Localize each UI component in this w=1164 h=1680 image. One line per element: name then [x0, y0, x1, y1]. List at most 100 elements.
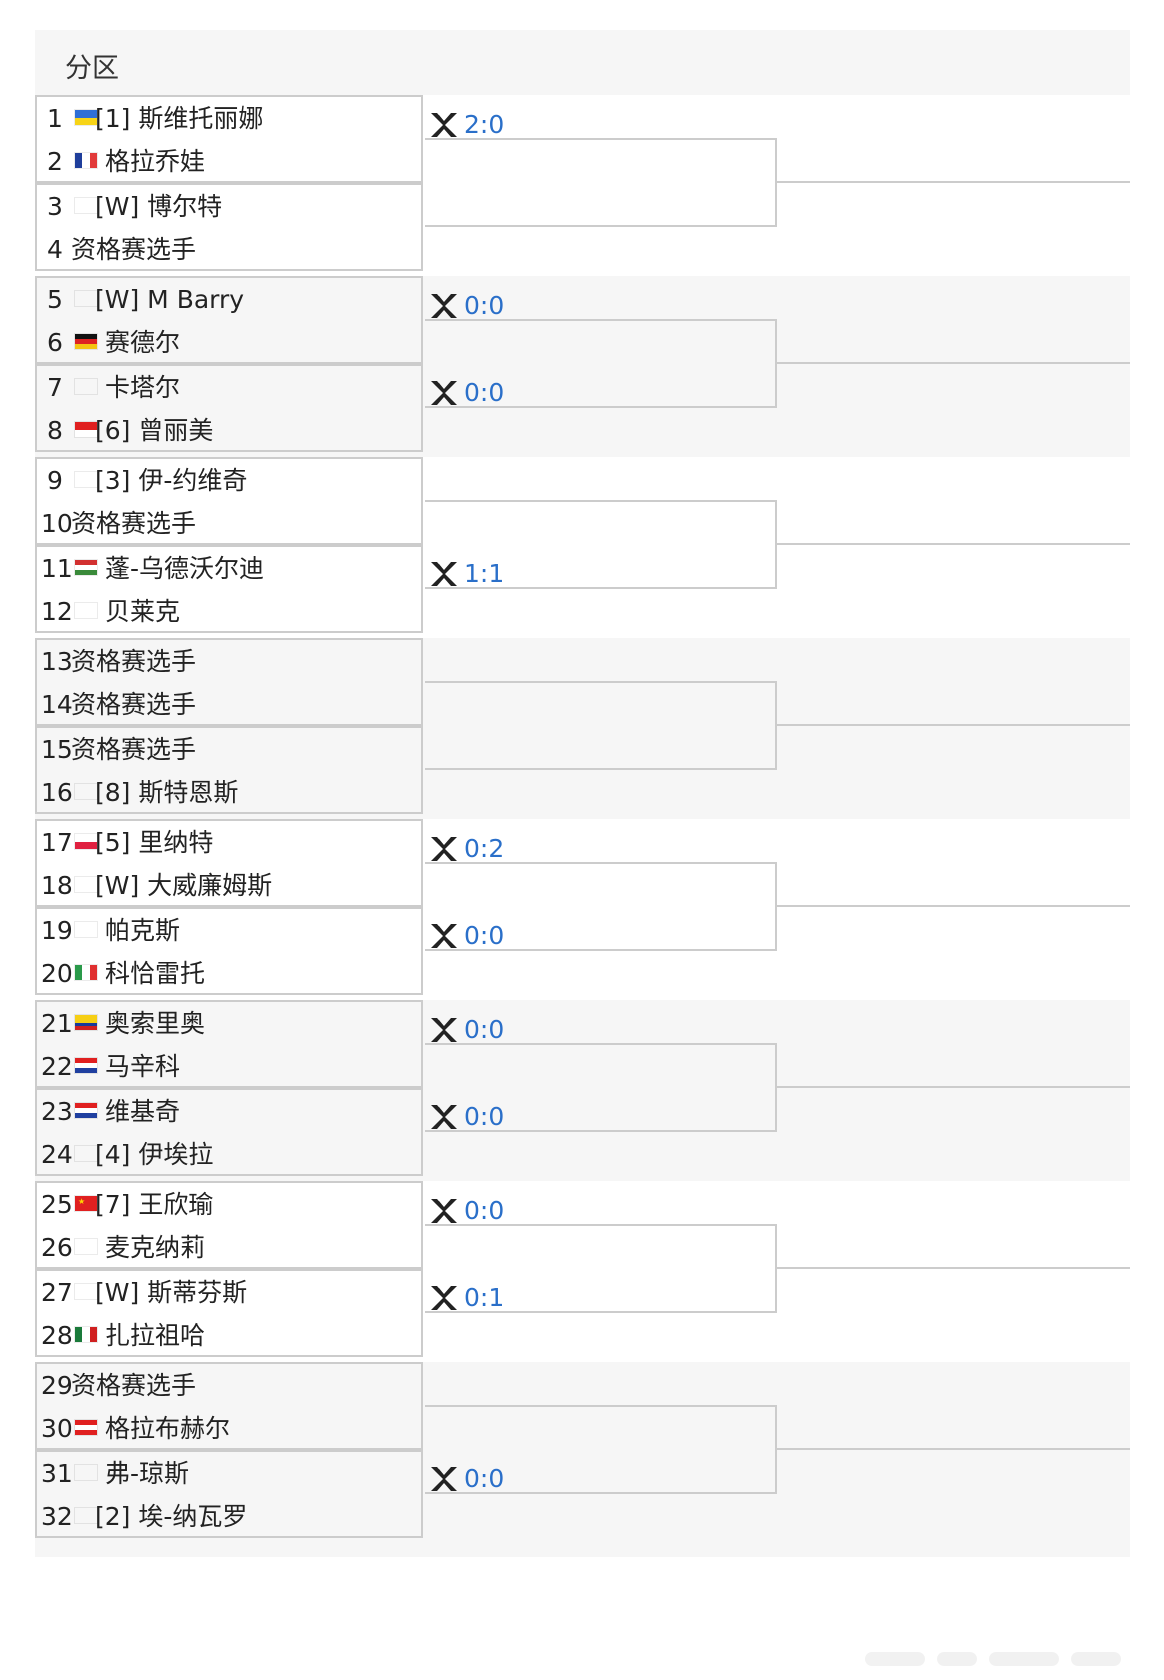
bracket-connector [425, 138, 777, 227]
draw-position: 27 [41, 1278, 73, 1307]
player-row[interactable]: 5[W] M Barry [37, 278, 421, 321]
czech-flag-icon [75, 603, 97, 618]
head-to-head-link[interactable]: 0:2 [427, 829, 537, 869]
head-to-head-icon [429, 1284, 459, 1312]
bracket-connector [425, 1405, 777, 1494]
player-name: 卡塔尔 [105, 373, 181, 402]
draw-position: 15 [41, 735, 73, 764]
player-name: 科恰雷托 [105, 959, 206, 988]
head-to-head-icon [429, 379, 459, 407]
bracket-connector [425, 500, 777, 589]
player-name: 马辛科 [105, 1052, 181, 1081]
player-name: [W] 大威廉姆斯 [95, 871, 273, 900]
player-row[interactable]: 25★[7] 王欣瑜 [37, 1183, 421, 1226]
bracket-line [777, 181, 1130, 183]
draw-position: 31 [41, 1459, 73, 1488]
player-row[interactable]: 20 科恰雷托 [37, 952, 421, 995]
head-to-head-link[interactable]: 0:0 [427, 1459, 537, 1499]
player-row[interactable]: 3[W] 博尔特 [37, 185, 421, 228]
bracket-connector [425, 681, 777, 770]
bracket-line [777, 1448, 1130, 1450]
player-name: 格拉乔娃 [105, 147, 206, 176]
bracket-line [777, 1086, 1130, 1088]
head-to-head-score: 1:1 [464, 559, 505, 588]
head-to-head-link[interactable]: 0:1 [427, 1278, 537, 1318]
player-name: 资格赛选手 [71, 647, 197, 676]
player-row[interactable]: 9[3] 伊-约维奇 [37, 459, 421, 502]
usa-flag-icon [75, 922, 97, 937]
draw-position: 26 [41, 1233, 73, 1262]
bracket-line [777, 724, 1130, 726]
head-to-head-link[interactable]: 0:0 [427, 1010, 537, 1050]
head-to-head-score: 0:0 [464, 378, 505, 407]
head-to-head-score: 0:0 [464, 1196, 505, 1225]
bracket-line [777, 905, 1130, 907]
head-to-head-link[interactable]: 0:0 [427, 916, 537, 956]
head-to-head-link[interactable]: 2:0 [427, 105, 537, 145]
player-name: [5] 里纳特 [95, 828, 214, 857]
player-row[interactable]: 8 [6] 曾丽美 [37, 409, 421, 452]
player-row[interactable]: 16[8] 斯特恩斯 [37, 771, 421, 814]
draw-position: 20 [41, 959, 73, 988]
draw-position: 8 [47, 416, 63, 445]
head-to-head-link[interactable]: 0:0 [427, 286, 537, 326]
player-name: 蓬-乌德沃尔迪 [105, 554, 265, 583]
player-name: [6] 曾丽美 [95, 416, 214, 445]
player-row[interactable]: 24[4] 伊埃拉 [37, 1133, 421, 1176]
player-name: 奥索里奥 [105, 1009, 206, 1038]
player-name: 资格赛选手 [71, 735, 197, 764]
player-name: [4] 伊埃拉 [95, 1140, 214, 1169]
head-to-head-link[interactable]: 0:0 [427, 1097, 537, 1137]
poland-flag-icon [75, 834, 97, 849]
player-row[interactable]: 32[2] 埃-纳瓦罗 [37, 1495, 421, 1538]
uk-flag-icon [75, 1465, 97, 1480]
player-row[interactable]: 17[5] 里纳特 [37, 821, 421, 864]
bracket-line [777, 362, 1130, 364]
draw-position: 29 [41, 1371, 73, 1400]
head-to-head-score: 2:0 [464, 110, 505, 139]
player-row[interactable]: 18[W] 大威廉姆斯 [37, 864, 421, 907]
usa-flag-icon [75, 1508, 97, 1523]
bracket-connector [425, 319, 777, 408]
hungary-flag-icon [75, 560, 97, 575]
head-to-head-link[interactable]: 0:0 [427, 1191, 537, 1231]
head-to-head-link[interactable]: 0:0 [427, 373, 537, 413]
draw-position: 25 [41, 1190, 73, 1219]
player-row[interactable]: 27[W] 斯蒂芬斯 [37, 1271, 421, 1314]
head-to-head-icon [429, 560, 459, 588]
usa-flag-icon [75, 877, 97, 892]
head-to-head-score: 0:1 [464, 1283, 505, 1312]
croatia-flag-icon [75, 1103, 97, 1118]
head-to-head-link[interactable]: 1:1 [427, 554, 537, 594]
player-name: 格拉布赫尔 [105, 1414, 231, 1443]
player-row[interactable]: 1[1] 斯维托丽娜 [37, 97, 421, 140]
